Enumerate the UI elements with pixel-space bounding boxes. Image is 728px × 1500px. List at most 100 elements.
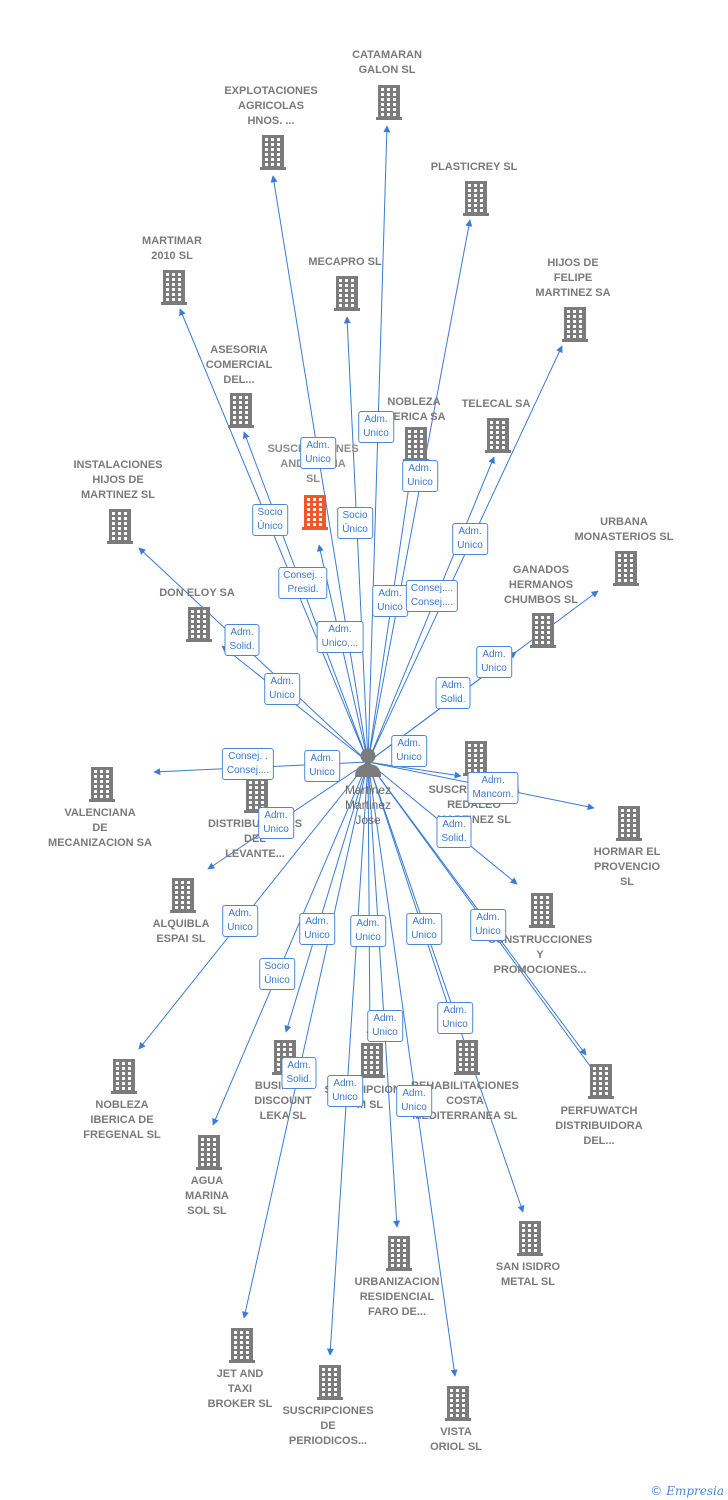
company-label-line: TAXI bbox=[227, 1383, 253, 1395]
building-icon[interactable] bbox=[161, 270, 187, 305]
company-label[interactable]: TELECAL SA bbox=[441, 397, 551, 412]
building-icon[interactable] bbox=[196, 1135, 222, 1170]
building-icon[interactable] bbox=[186, 607, 212, 642]
relation-label[interactable]: Adm.Unico bbox=[396, 1085, 432, 1117]
company-label[interactable]: PLASTICREY SL bbox=[419, 160, 529, 175]
building-icon[interactable] bbox=[403, 427, 429, 462]
person-name-line: Jose bbox=[355, 813, 381, 827]
relation-label[interactable]: Adm.Unico bbox=[299, 913, 335, 945]
building-icon[interactable] bbox=[463, 181, 489, 216]
relation-label[interactable]: Adm.Unico bbox=[304, 750, 340, 782]
building-icon[interactable] bbox=[530, 613, 556, 648]
relation-label-line: Presid. bbox=[287, 584, 319, 595]
company-label-line: MECAPRO SL bbox=[308, 256, 382, 268]
building-icon[interactable] bbox=[228, 393, 254, 428]
building-icon[interactable] bbox=[445, 1386, 471, 1421]
relation-label[interactable]: Adm.Unico bbox=[258, 807, 294, 839]
relation-label[interactable]: Adm.Unico bbox=[402, 460, 438, 492]
company-label[interactable]: MECAPRO SL bbox=[290, 255, 400, 270]
building-icon[interactable] bbox=[229, 1328, 255, 1363]
relation-label[interactable]: Adm.Unico bbox=[327, 1075, 363, 1107]
company-label[interactable]: DON ELOY SA bbox=[142, 586, 252, 601]
building-icon[interactable] bbox=[244, 778, 270, 813]
relation-label[interactable]: Adm.Solid. bbox=[224, 624, 260, 656]
relation-label-line: Consej. . bbox=[228, 751, 268, 762]
relation-label[interactable]: Consej. .Consej.... bbox=[221, 748, 275, 780]
relation-label[interactable]: Adm.Unico bbox=[476, 646, 512, 678]
relation-label[interactable]: Adm.Unico bbox=[264, 673, 300, 705]
person-name[interactable]: Martinez Martinez Jose bbox=[328, 783, 408, 828]
relation-label[interactable]: Consej....Consej.... bbox=[405, 580, 459, 612]
relation-label[interactable]: Adm.Unico bbox=[300, 437, 336, 469]
building-icon[interactable] bbox=[386, 1236, 412, 1271]
relation-label[interactable]: Adm.Unico bbox=[470, 909, 506, 941]
relation-label[interactable]: Adm.Solid. bbox=[281, 1057, 317, 1089]
relation-label[interactable]: Adm.Unico bbox=[406, 913, 442, 945]
building-icon[interactable] bbox=[454, 1040, 480, 1075]
relation-label[interactable]: Adm.Unico bbox=[222, 905, 258, 937]
building-icon[interactable] bbox=[170, 878, 196, 913]
building-icon[interactable] bbox=[89, 767, 115, 802]
building-icon[interactable] bbox=[260, 135, 286, 170]
building-icon[interactable] bbox=[463, 741, 489, 776]
building-icon[interactable] bbox=[529, 893, 555, 928]
building-icon[interactable] bbox=[562, 307, 588, 342]
relation-label[interactable]: Adm.Unico bbox=[437, 1002, 473, 1034]
relation-label-line: Unico bbox=[332, 1092, 358, 1103]
relation-label[interactable]: Adm.Unico bbox=[372, 585, 408, 617]
relation-label[interactable]: Adm.Solid. bbox=[435, 677, 471, 709]
building-icon[interactable] bbox=[359, 1043, 385, 1078]
building-icon[interactable] bbox=[111, 1059, 137, 1094]
building-icon[interactable] bbox=[302, 495, 328, 530]
credit[interactable]: ©Empresia bbox=[650, 1484, 724, 1498]
building-icon[interactable] bbox=[376, 85, 402, 120]
building-icon[interactable] bbox=[588, 1064, 614, 1099]
relation-label[interactable]: Consej. .Presid. bbox=[278, 567, 328, 599]
building-icon[interactable] bbox=[317, 1365, 343, 1400]
relation-label[interactable]: Adm.Mancom. bbox=[467, 772, 519, 804]
relation-label[interactable]: Adm.Unico,... bbox=[316, 621, 364, 653]
person-icon[interactable] bbox=[355, 748, 381, 778]
relation-label-line: Unico bbox=[305, 454, 331, 465]
building-icon[interactable] bbox=[107, 509, 133, 544]
building-icon[interactable] bbox=[485, 418, 511, 453]
relation-label[interactable]: Adm.Unico bbox=[452, 523, 488, 555]
relation-label[interactable]: Adm.Unico bbox=[367, 1010, 403, 1042]
relation-label[interactable]: Adm.Unico bbox=[358, 411, 394, 443]
building-icon[interactable] bbox=[616, 806, 642, 841]
relation-label-line: Adm. bbox=[310, 753, 334, 764]
relation-label[interactable]: Adm.Unico bbox=[391, 735, 427, 767]
relation-label-line: Solid. bbox=[229, 641, 255, 652]
relation-label[interactable]: Adm.Unico bbox=[350, 915, 386, 947]
building-icon[interactable] bbox=[613, 551, 639, 586]
building-icon[interactable] bbox=[517, 1221, 543, 1256]
building-icon[interactable] bbox=[334, 276, 360, 311]
company-label-line: PERFUWATCH bbox=[560, 1105, 638, 1117]
relation-label[interactable]: Adm.Solid. bbox=[436, 816, 472, 848]
